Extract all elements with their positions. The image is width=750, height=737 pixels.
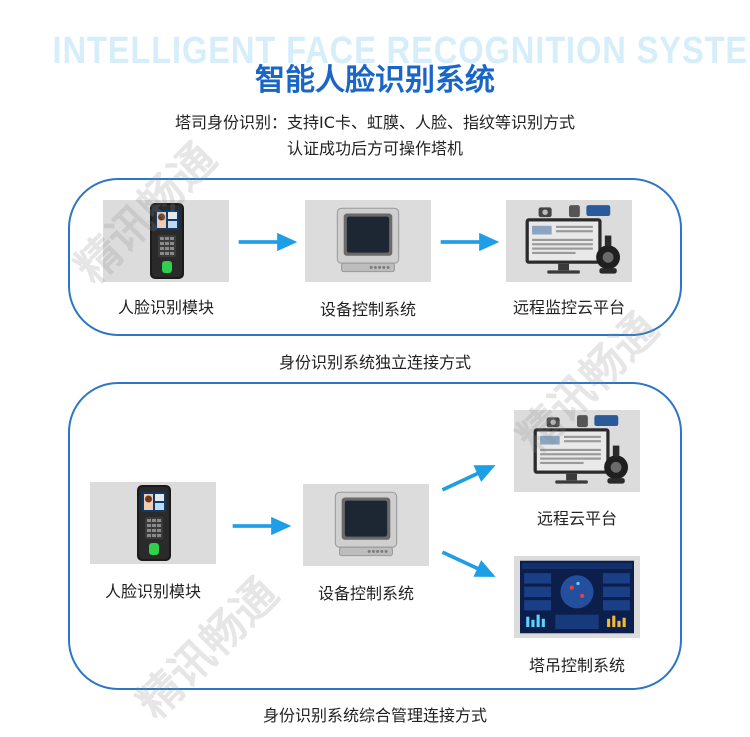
node-label-face-module-1: 人脸识别模块 — [117, 298, 214, 317]
diagram-panel-standalone — [68, 178, 682, 336]
intro-text: 塔司身份识别：支持IC卡、虹膜、人脸、指纹等识别方式 认证成功后方可操作塔机 — [0, 110, 750, 162]
diagram-caption-integrated: 身份识别系统综合管理连接方式 — [262, 706, 487, 725]
node-label-control-2: 设备控制系统 — [317, 584, 414, 603]
face-recognition-module-image — [103, 200, 229, 282]
tower-crane-dashboard-icon — [520, 560, 634, 634]
arrow-right-icon — [232, 515, 292, 537]
face-recognition-module-image — [90, 482, 216, 564]
node-label-face-module-2: 人脸识别模块 — [104, 582, 201, 601]
remote-monitoring-platform-image — [506, 200, 632, 282]
page-title: 智能人脸识别系统 — [255, 63, 495, 98]
control-monitor-icon — [331, 204, 405, 278]
node-label-control-1: 设备控制系统 — [319, 300, 416, 319]
intro-line-2: 认证成功后方可操作塔机 — [286, 139, 463, 158]
face-recognition-terminal-icon — [123, 483, 183, 563]
remote-monitoring-workstation-icon — [513, 203, 625, 279]
node-label-cloud-2: 远程云平台 — [536, 509, 617, 528]
node-label-cloud-1: 远程监控云平台 — [512, 298, 625, 317]
remote-cloud-platform-image — [514, 410, 640, 492]
arrow-right-icon — [440, 231, 500, 253]
arrow-right-icon — [238, 231, 298, 253]
device-control-system-image — [305, 200, 431, 282]
diagram-panel-integrated — [68, 382, 682, 690]
tower-crane-control-system-image — [514, 556, 640, 638]
diagram-caption-standalone: 身份识别系统独立连接方式 — [278, 353, 471, 372]
intro-line-1: 塔司身份识别：支持IC卡、虹膜、人脸、指纹等识别方式 — [175, 113, 575, 132]
device-control-system-image — [303, 484, 429, 566]
watermark-title-en: INTELLIGENT FACE RECOGNITION SYSTEM — [52, 30, 750, 72]
control-monitor-icon — [329, 488, 403, 562]
node-label-crane-control: 塔吊控制系统 — [528, 656, 625, 675]
